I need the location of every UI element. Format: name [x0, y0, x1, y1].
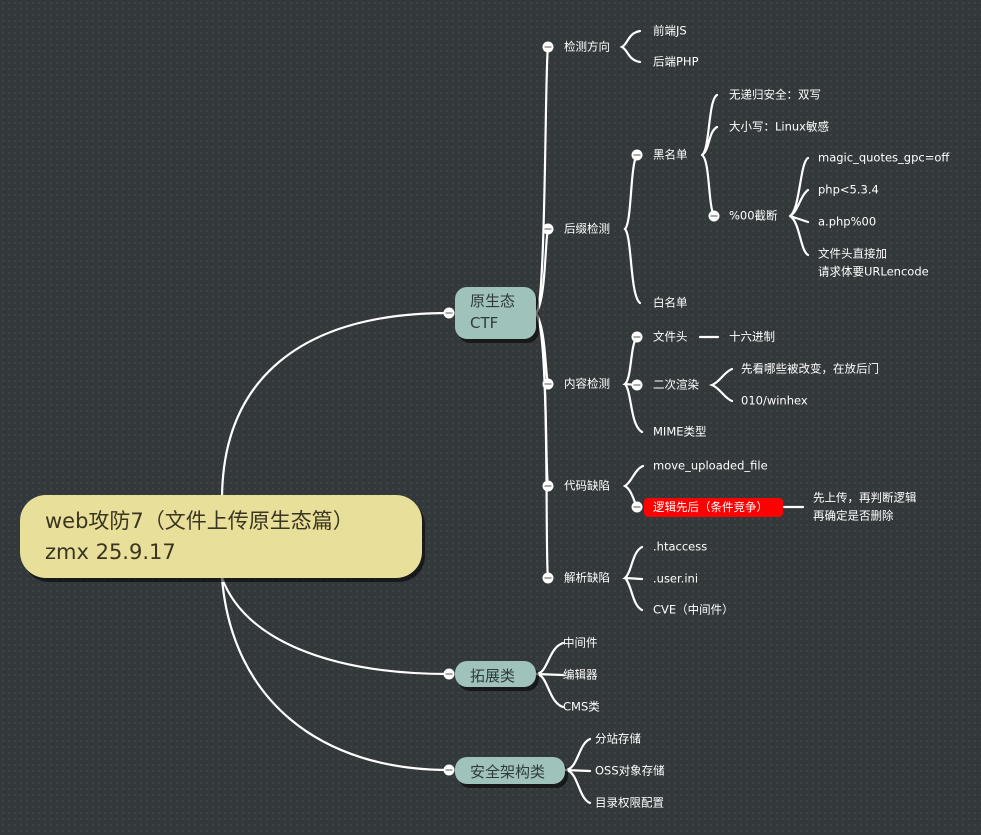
- node-check-changes[interactable]: 先看哪些被改变，在放后门: [741, 361, 879, 376]
- root-subtitle: zmx 25.9.17: [45, 540, 176, 564]
- collapse-toggle-icon[interactable]: [631, 379, 643, 391]
- root-topic[interactable]: web攻防7（文件上传原生态篇） zmx 25.9.17: [20, 495, 422, 578]
- node-urlencode[interactable]: 请求体要URLencode: [818, 264, 929, 279]
- collapse-toggle-icon[interactable]: [708, 210, 720, 222]
- node-directory-permissions[interactable]: 目录权限配置: [595, 795, 664, 810]
- node-mime-type[interactable]: MIME类型: [653, 424, 707, 439]
- node-hex[interactable]: 十六进制: [729, 329, 775, 344]
- node-double-write[interactable]: 无递归安全：双写: [729, 87, 821, 102]
- node-htaccess[interactable]: .htaccess: [653, 539, 708, 554]
- node-magic-quotes[interactable]: magic_quotes_gpc=off: [818, 150, 950, 165]
- node-frontend-js[interactable]: 前端JS: [653, 23, 687, 38]
- topic-security-architecture[interactable]: 安全架构类: [455, 757, 565, 784]
- node-cve-middleware[interactable]: CVE（中间件）: [653, 602, 734, 617]
- collapse-toggle-icon[interactable]: [542, 223, 554, 235]
- node-user-ini[interactable]: .user.ini: [653, 571, 699, 586]
- node-label: 逻辑先后（条件竞争）: [653, 500, 768, 514]
- root-title: web攻防7（文件上传原生态篇）: [45, 509, 354, 533]
- collapse-toggle-icon[interactable]: [542, 480, 554, 492]
- topic-label: 拓展类: [470, 667, 516, 685]
- node-winhex[interactable]: 010/winhex: [741, 393, 808, 408]
- node-oss-storage[interactable]: OSS对象存储: [595, 763, 665, 778]
- collapse-toggle-icon[interactable]: [631, 501, 643, 513]
- node-code-defect[interactable]: 代码缺陷: [564, 478, 610, 493]
- node-file-header[interactable]: 文件头: [653, 329, 688, 344]
- collapse-toggle-icon[interactable]: [443, 668, 455, 680]
- node-parse-defect[interactable]: 解析缺陷: [564, 570, 610, 585]
- node-substation-storage[interactable]: 分站存储: [595, 731, 641, 746]
- collapse-toggle-icon[interactable]: [542, 378, 554, 390]
- node-suffix-check[interactable]: 后缀检测: [564, 221, 610, 236]
- node-middleware[interactable]: 中间件: [563, 635, 598, 650]
- node-a-php00[interactable]: a.php%00: [818, 214, 877, 229]
- node-cms[interactable]: CMS类: [563, 699, 600, 714]
- topic-extensions[interactable]: 拓展类: [455, 661, 536, 687]
- collapse-toggle-icon[interactable]: [631, 331, 643, 343]
- topic-label: CTF: [470, 314, 499, 332]
- node-null-truncation[interactable]: %00截断: [729, 208, 778, 223]
- node-php-version[interactable]: php<5.3.4: [818, 182, 879, 197]
- node-race-condition[interactable]: 逻辑先后（条件竞争）: [644, 498, 783, 517]
- node-header-direct[interactable]: 文件头直接加: [818, 246, 887, 261]
- node-re-render[interactable]: 二次渲染: [653, 377, 699, 392]
- node-detection-direction[interactable]: 检测方向: [564, 39, 610, 54]
- node-backend-php[interactable]: 后端PHP: [653, 54, 699, 69]
- node-content-check[interactable]: 内容检测: [564, 376, 610, 391]
- node-case-sensitive[interactable]: 大小写：Linux敏感: [729, 119, 829, 134]
- collapse-toggle-icon[interactable]: [631, 149, 643, 161]
- node-move-uploaded-file[interactable]: move_uploaded_file: [653, 458, 768, 473]
- collapse-toggle-icon[interactable]: [443, 764, 455, 776]
- collapse-toggle-icon[interactable]: [443, 307, 455, 319]
- node-then-delete[interactable]: 再确定是否删除: [813, 508, 894, 523]
- node-whitelist[interactable]: 白名单: [653, 295, 688, 310]
- collapse-toggle-icon[interactable]: [542, 41, 554, 53]
- node-upload-then-check[interactable]: 先上传，再判断逻辑: [813, 490, 917, 505]
- topic-native-ctf[interactable]: 原生态 CTF: [455, 287, 536, 339]
- node-editor[interactable]: 编辑器: [563, 667, 598, 682]
- topic-label: 原生态: [470, 292, 516, 310]
- topic-label: 安全架构类: [470, 763, 546, 781]
- collapse-toggle-icon[interactable]: [542, 572, 554, 584]
- node-blacklist[interactable]: 黑名单: [653, 147, 688, 162]
